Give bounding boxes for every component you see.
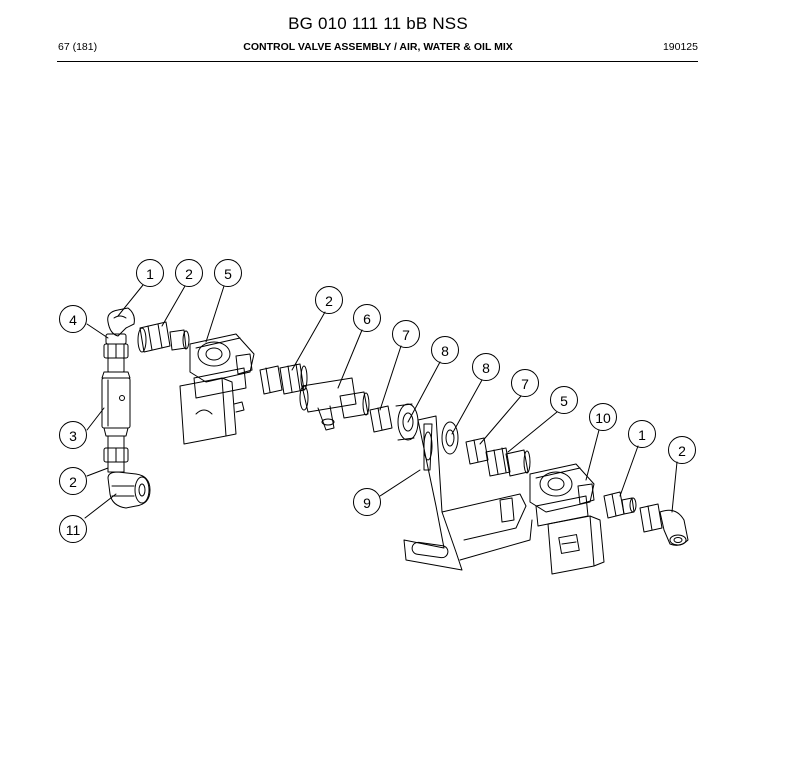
bulkhead-connector bbox=[603, 491, 637, 519]
callout-label: 3 bbox=[69, 428, 77, 444]
callout-label: 2 bbox=[325, 293, 333, 309]
check-valve-body bbox=[101, 357, 131, 449]
mounting-bracket bbox=[403, 415, 533, 571]
solenoid-valve-left bbox=[179, 333, 255, 445]
callout-label: 5 bbox=[560, 393, 568, 409]
elbow-fitting-top-left bbox=[103, 307, 135, 359]
callout-label: 2 bbox=[69, 474, 77, 490]
callout-label: 5 bbox=[224, 266, 232, 282]
callout-label: 8 bbox=[482, 360, 490, 376]
adapter-fitting-top bbox=[137, 321, 190, 353]
sealing-washer bbox=[441, 421, 459, 455]
hex-nut-right bbox=[465, 437, 489, 465]
callout-label: 11 bbox=[66, 522, 81, 538]
elbow-fitting-right bbox=[639, 503, 689, 546]
callout-label: 6 bbox=[363, 311, 371, 327]
callout-label: 7 bbox=[402, 327, 410, 343]
document-title: BG 010 111 11 bB NSS bbox=[288, 14, 468, 33]
elbow-fitting-bottom-left bbox=[107, 471, 151, 509]
hex-nipple-top bbox=[259, 363, 308, 395]
document-code: 190125 bbox=[662, 41, 698, 53]
solenoid-valve-right bbox=[529, 463, 605, 575]
page-number: 67 (181) bbox=[58, 41, 98, 53]
leader-lines bbox=[84, 284, 678, 519]
tee-fitting bbox=[299, 377, 370, 431]
nut-and-washers bbox=[369, 403, 419, 441]
callout-label: 2 bbox=[678, 443, 686, 459]
callout-label: 7 bbox=[521, 376, 529, 392]
callout-label: 9 bbox=[363, 495, 371, 511]
callout-circles bbox=[59, 259, 696, 543]
callout-label: 1 bbox=[638, 427, 646, 443]
callout-label: 10 bbox=[595, 410, 611, 426]
header-rule bbox=[57, 61, 698, 62]
adapter-fitting-right bbox=[485, 447, 531, 477]
callout-label: 4 bbox=[69, 312, 77, 328]
assembly-title: CONTROL VALVE ASSEMBLY / AIR, WATER & OI… bbox=[243, 41, 513, 53]
callout-label: 1 bbox=[146, 266, 154, 282]
adapter-fitting-left bbox=[103, 447, 129, 473]
callout-label: 8 bbox=[441, 343, 449, 359]
callout-label: 2 bbox=[185, 266, 193, 282]
